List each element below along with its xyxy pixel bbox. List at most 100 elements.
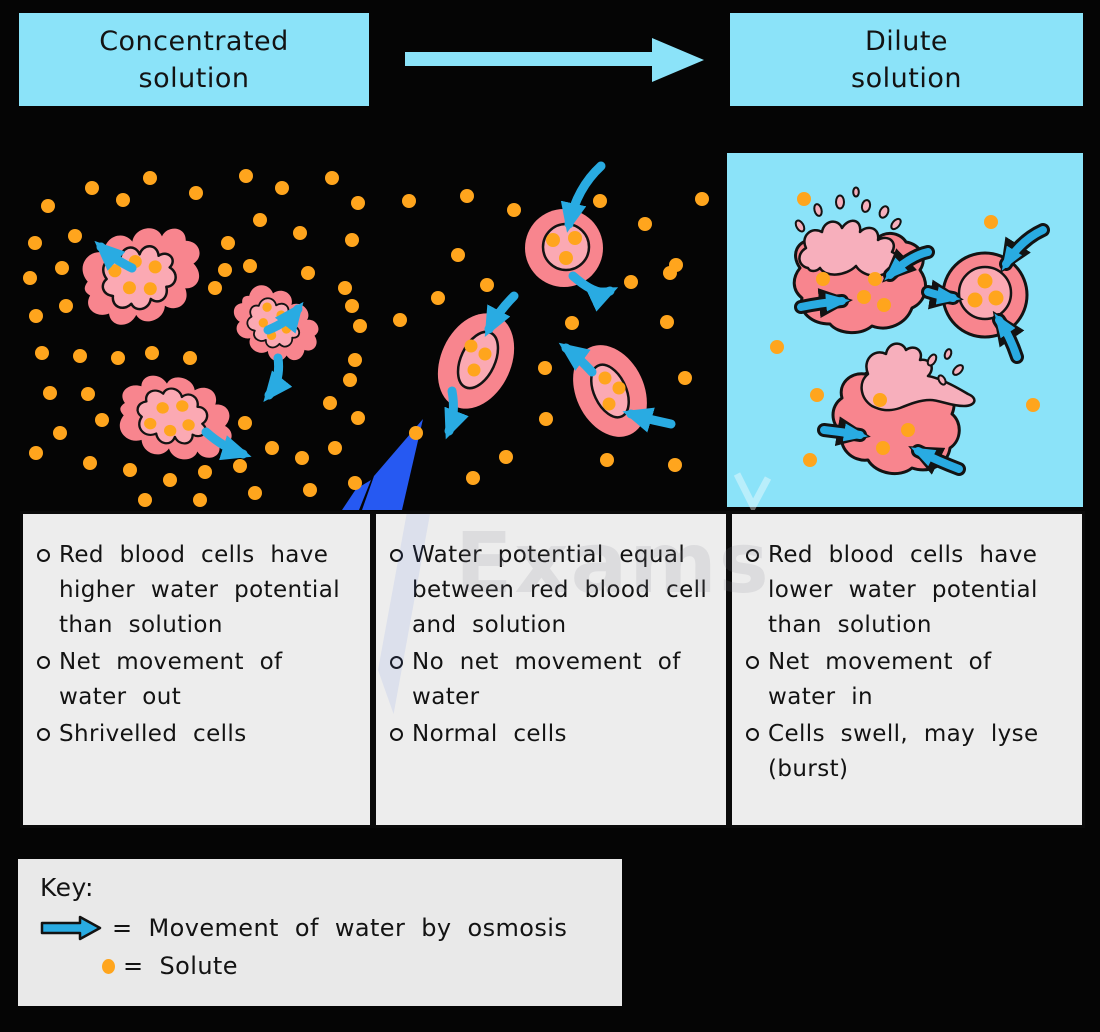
water-arrow-icon: [444, 386, 469, 440]
solute-dot-icon: [538, 361, 552, 375]
solute-dot-icon: [323, 396, 337, 410]
solute-dot-icon: [145, 346, 159, 360]
solute-dot-icon: [55, 261, 69, 275]
solute-dot-icon: [35, 346, 49, 360]
bullet-icon: [390, 656, 403, 669]
solute-dot-icon: [83, 456, 97, 470]
water-arrow-icon: [263, 301, 304, 335]
solute-dots-equal: [393, 189, 709, 485]
solute-dot-icon: [233, 459, 247, 473]
solute-dot-icon: [102, 958, 115, 974]
solute-dot-icon: [275, 181, 289, 195]
solute-dot-icon: [328, 441, 342, 455]
water-arrow-icon: [924, 286, 961, 305]
bullet-item: Water potential equal between red blood …: [390, 538, 716, 643]
solute-dots-concentrated: [23, 169, 367, 507]
water-arrow-icon: [558, 342, 597, 377]
bullet-text: Net movement of water in: [768, 649, 992, 710]
solute-dot-icon: [59, 299, 73, 313]
solute-dot-icon: [95, 413, 109, 427]
osmosis-arrow-icon: [40, 915, 102, 941]
osmosis-arrows: [94, 161, 676, 461]
bullet-text: No net movement of water: [412, 649, 681, 710]
solute-dot-icon: [663, 266, 677, 280]
solute-dot-icon: [348, 476, 362, 490]
solute-dot-icon: [451, 248, 465, 262]
solute-dot-icon: [499, 450, 513, 464]
solute-dot-icon: [343, 373, 357, 387]
textbox-concentrated: Red blood cells have higher water potent…: [20, 511, 373, 828]
solute-dot-icon: [218, 263, 232, 277]
solute-dot-icon: [409, 426, 423, 440]
solute-dot-icon: [431, 291, 445, 305]
solute-dot-icon: [303, 483, 317, 497]
solute-dot-icon: [111, 351, 125, 365]
bullet-icon: [746, 728, 759, 741]
solute-dot-icon: [183, 351, 197, 365]
solute-dot-icon: [984, 215, 998, 229]
water-arrow-icon: [201, 427, 252, 461]
header-concentrated-solution: Concentrated solution: [19, 13, 369, 106]
solute-dots-dilute: [770, 192, 1040, 467]
bullet-item: Net movement of water out: [37, 645, 360, 715]
solute-dot-icon: [624, 275, 638, 289]
header-label-line: Concentrated: [99, 25, 289, 57]
solute-dot-icon: [668, 458, 682, 472]
key-item-solute: = Solute: [102, 952, 622, 980]
water-arrow-icon: [994, 313, 1021, 361]
water-arrow-icon: [884, 248, 932, 281]
solute-dot-icon: [253, 213, 267, 227]
solute-dot-icon: [353, 319, 367, 333]
water-arrow-icon: [568, 271, 619, 312]
solute-dot-icon: [23, 271, 37, 285]
watermark-logo-triangle: [342, 419, 423, 510]
solute-dot-icon: [81, 387, 95, 401]
solute-dot-icon: [41, 199, 55, 213]
red-blood-cell-shrivelled: [72, 215, 215, 337]
header-label-line: solution: [851, 62, 962, 94]
solute-dot-icon: [393, 313, 407, 327]
solute-dot-icon: [810, 388, 824, 402]
solute-dot-icon: [678, 371, 692, 385]
water-arrow-icon: [797, 293, 850, 312]
solute-dot-icon: [348, 353, 362, 367]
solute-dot-icon: [301, 266, 315, 280]
watermark-v-mark: [733, 472, 772, 510]
bullet-item: Shrivelled cells: [37, 717, 360, 752]
bullet-icon: [37, 728, 50, 741]
water-arrow-icon: [263, 353, 293, 403]
water-arrow-icon: [484, 291, 519, 337]
bullet-text: Normal cells: [412, 721, 567, 747]
solute-dot-icon: [770, 340, 784, 354]
right-arrow-icon: [405, 38, 704, 82]
bullet-text: Net movement of water out: [59, 649, 283, 710]
solute-dot-icon: [29, 309, 43, 323]
solute-dot-icon: [193, 493, 207, 507]
solute-dot-icon: [53, 426, 67, 440]
key-item-label: = Movement of water by osmosis: [112, 914, 568, 942]
solute-dot-icon: [351, 196, 365, 210]
solute-dot-icon: [600, 453, 614, 467]
solute-dot-icon: [43, 386, 57, 400]
solute-dot-icon: [189, 186, 203, 200]
key-item-label: = Solute: [123, 952, 238, 980]
solute-dot-icon: [338, 281, 352, 295]
solute-dot-icon: [1026, 398, 1040, 412]
solute-dot-icon: [507, 203, 521, 217]
header-label-line: Dilute: [864, 25, 949, 57]
solute-dot-icon: [221, 236, 235, 250]
bullet-text: Red blood cells have higher water potent…: [59, 542, 341, 638]
solute-dot-icon: [695, 192, 709, 206]
bullet-icon: [390, 549, 403, 562]
solute-dot-icon: [466, 471, 480, 485]
solute-dot-icon: [138, 493, 152, 507]
red-blood-cell-normal: [437, 313, 515, 409]
bullet-text: Shrivelled cells: [59, 721, 247, 747]
solute-dot-icon: [143, 171, 157, 185]
solute-dot-icon: [73, 349, 87, 363]
solute-dot-icon: [295, 451, 309, 465]
bullet-text: Cells swell, may lyse (burst): [768, 721, 1039, 782]
solute-dot-icon: [660, 315, 674, 329]
solute-dot-icon: [238, 416, 252, 430]
red-blood-cell-shrivelled: [112, 366, 242, 469]
